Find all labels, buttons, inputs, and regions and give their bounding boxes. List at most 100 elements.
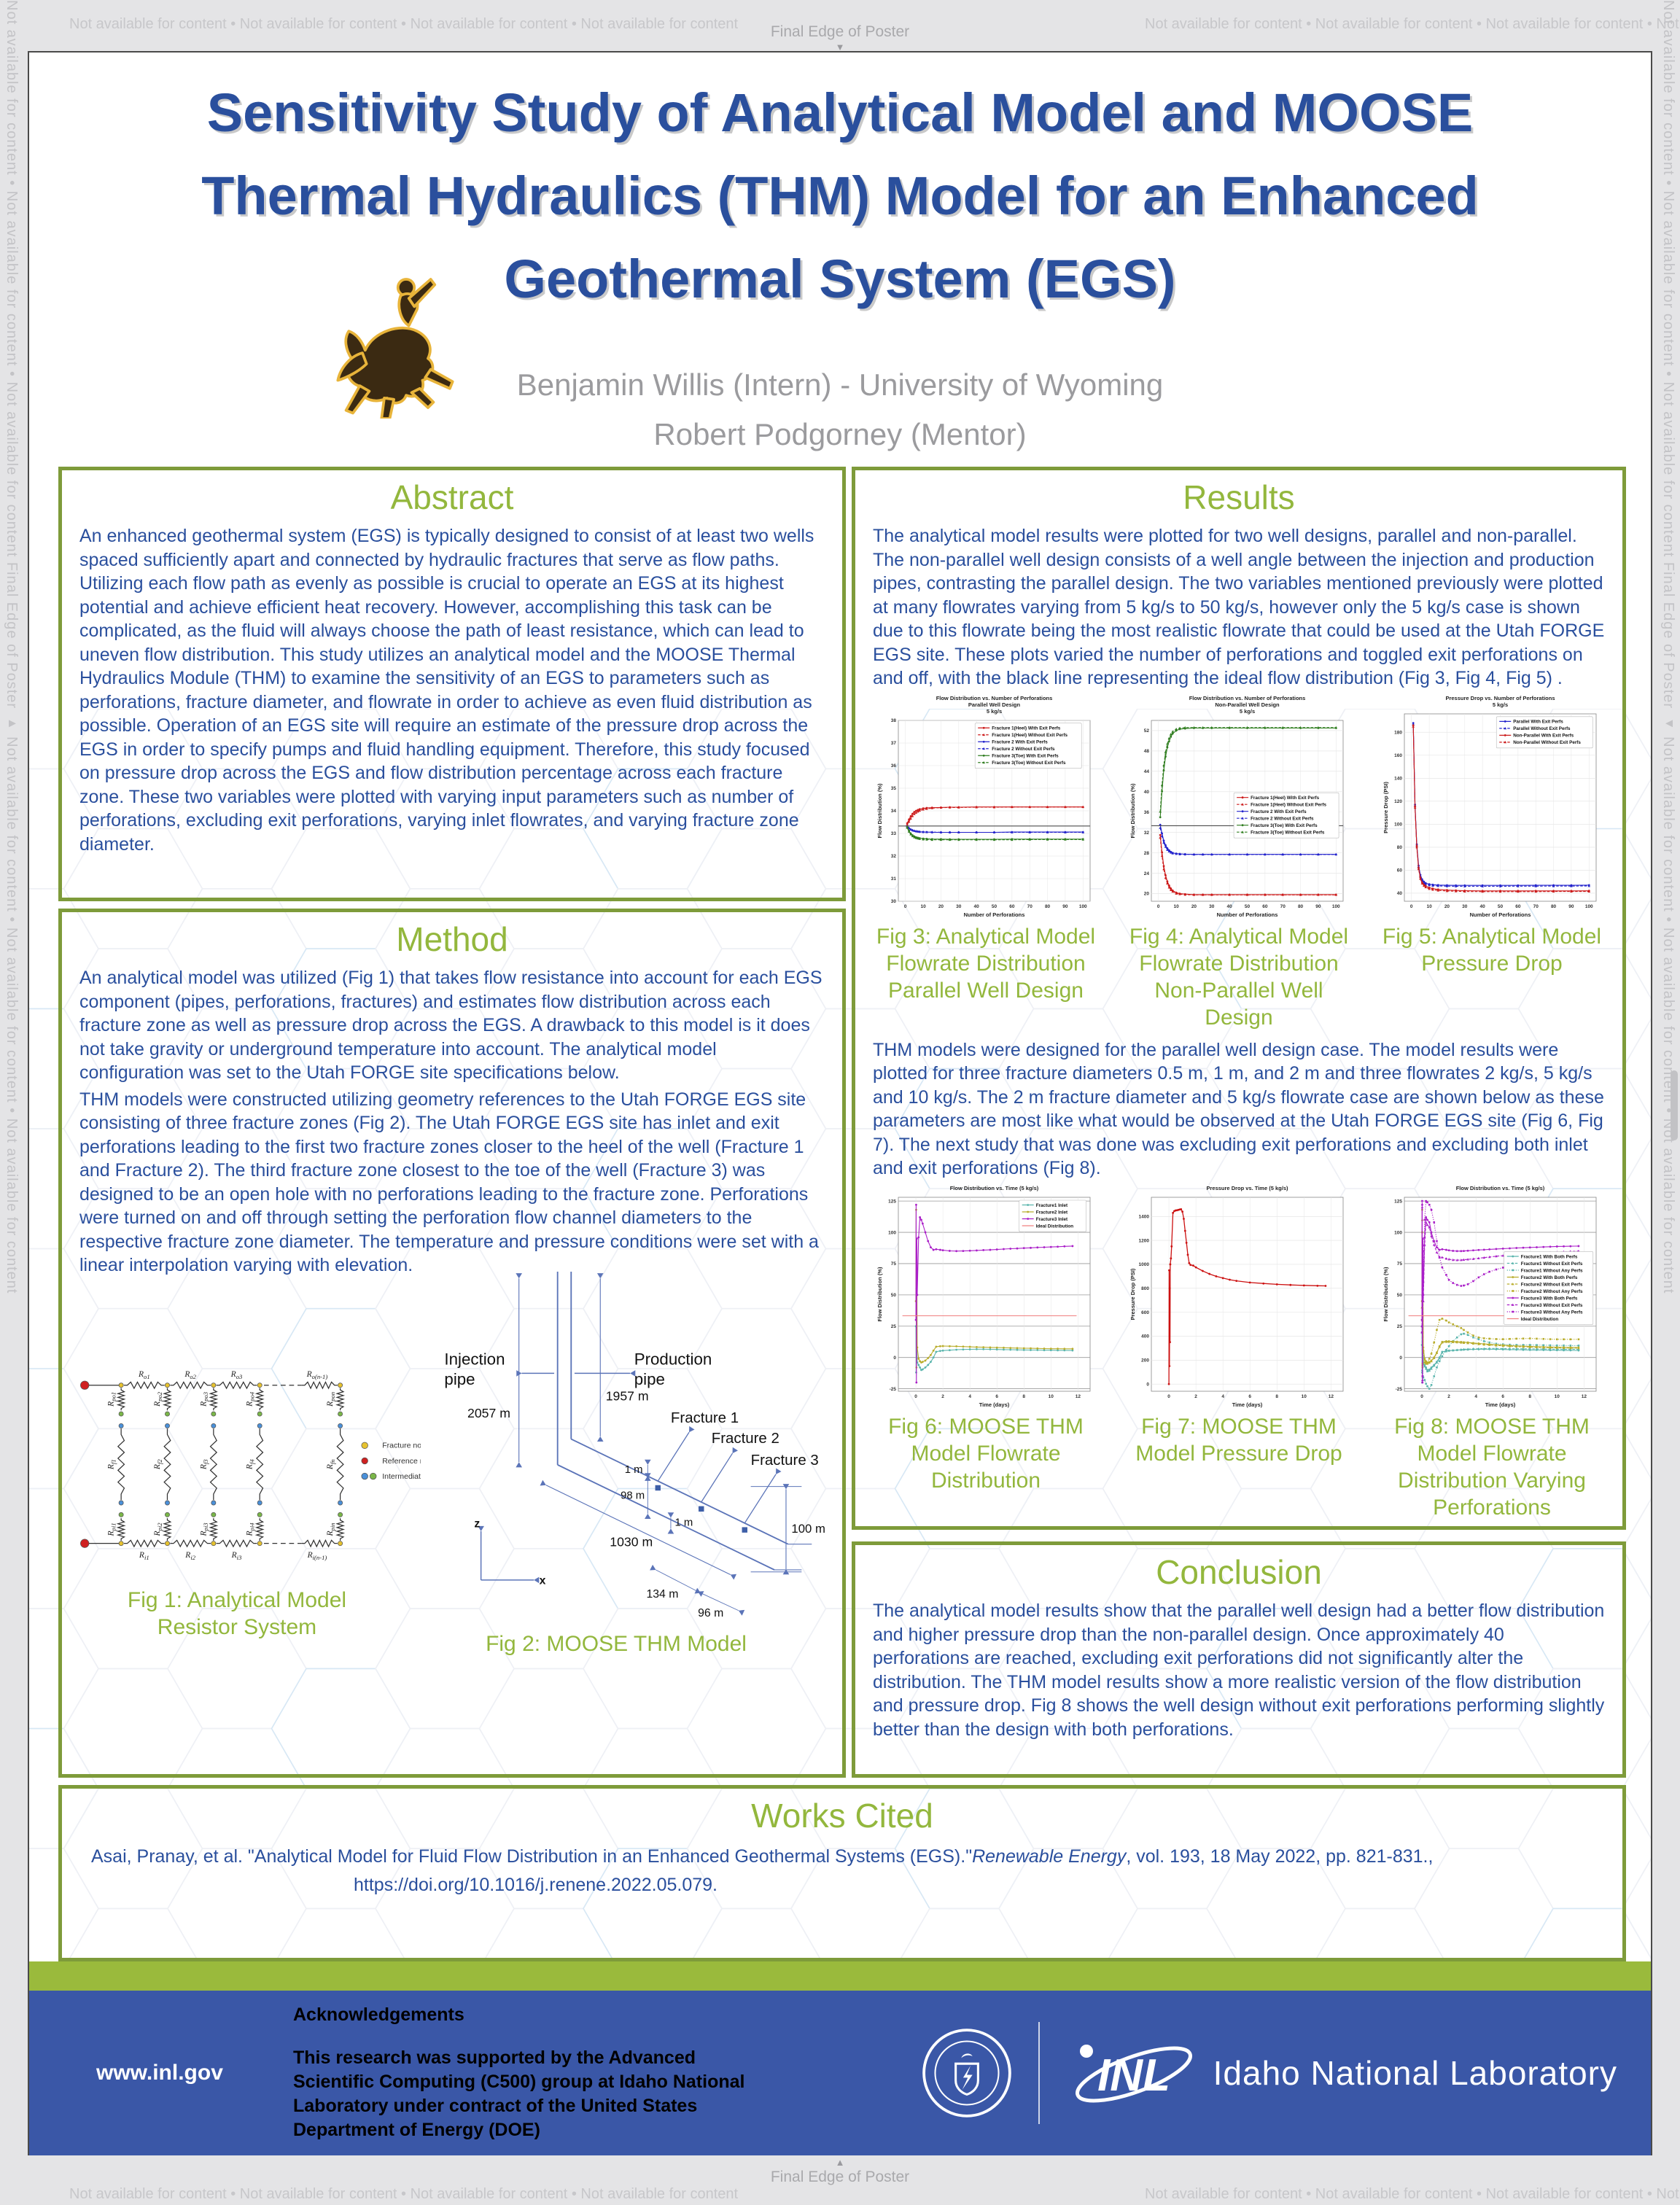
svg-text:1 m: 1 m — [625, 1464, 643, 1476]
watermark-top-left: Not available for content • Not availabl… — [69, 16, 739, 32]
poster-page: Sensitivity Study of Analytical Model an… — [28, 51, 1652, 2155]
svg-text:Time (days): Time (days) — [979, 1401, 1010, 1408]
svg-text:50: 50 — [1498, 904, 1504, 909]
method-para-1: An analytical model was utilized (Fig 1)… — [79, 968, 822, 1083]
svg-text:Pressure Drop (PSI): Pressure Drop (PSI) — [1382, 781, 1389, 833]
svg-text:Reference node: Reference node — [382, 1456, 421, 1465]
final-edge-label-top: Final Edge of Poster▼ — [0, 23, 1680, 52]
svg-text:Ri2: Ri2 — [184, 1550, 195, 1560]
inl-url-link[interactable]: www.inl.gov — [96, 2061, 223, 2085]
svg-text:Flow Distribution (%): Flow Distribution (%) — [1129, 783, 1136, 838]
svg-text:Rf4: Rf4 — [246, 1458, 256, 1469]
svg-text:Fracture 3(Toe) Without Exit P: Fracture 3(Toe) Without Exit Perfs — [992, 761, 1066, 766]
scrollbar-thumb[interactable] — [1671, 1070, 1678, 1140]
abstract-panel: Abstract An enhanced geothermal system (… — [58, 467, 846, 901]
fig5-caption: Fig 5: Analytical Model Pressure Drop — [1382, 924, 1602, 976]
svg-text:200: 200 — [1141, 1358, 1149, 1363]
svg-text:Rf2: Rf2 — [153, 1458, 163, 1469]
svg-text:Fracture2 Without Exit Perfs: Fracture2 Without Exit Perfs — [1521, 1282, 1583, 1287]
svg-text:1200: 1200 — [1139, 1238, 1150, 1243]
svg-text:0: 0 — [1399, 1355, 1402, 1360]
method-heading: Method — [396, 920, 508, 958]
svg-text:Fracture 1(Heel) Without Exit: Fracture 1(Heel) Without Exit Perfs — [992, 733, 1068, 738]
results-para-1: The analytical model results were plotte… — [873, 526, 1605, 688]
svg-text:Ri(n-1): Ri(n-1) — [307, 1550, 327, 1560]
title-line-2: Thermal Hydraulics (THM) Model for an En… — [201, 166, 1479, 226]
svg-text:20: 20 — [938, 904, 944, 909]
svg-text:-25: -25 — [890, 1386, 897, 1391]
acknowledgements-body: This research was supported by the Advan… — [293, 2047, 745, 2140]
svg-text:20: 20 — [1444, 904, 1450, 909]
svg-text:100: 100 — [1585, 904, 1593, 909]
svg-text:Fracture 2 Without Exit Perfs: Fracture 2 Without Exit Perfs — [992, 747, 1055, 752]
svg-text:400: 400 — [1141, 1334, 1149, 1339]
watermark-right-edge: Not available for content • Not availabl… — [1660, 0, 1676, 1294]
svg-text:0: 0 — [1410, 904, 1413, 909]
svg-text:Flow Distribution (%): Flow Distribution (%) — [1382, 1267, 1389, 1321]
fig4-caption: Fig 4: Analytical Model Flowrate Distrib… — [1129, 924, 1349, 1030]
svg-text:Fracture3 With Both Perfs: Fracture3 With Both Perfs — [1521, 1296, 1578, 1301]
svg-text:6: 6 — [1501, 1394, 1504, 1399]
svg-text:5 kg/s: 5 kg/s — [987, 708, 1002, 715]
works-cited-panel: Works Cited Asai, Pranay, et al. "Analyt… — [58, 1785, 1626, 1961]
svg-text:1400: 1400 — [1139, 1214, 1150, 1219]
edge-arrow-down-icon: ▼ — [835, 42, 845, 52]
svg-text:Fracture 2: Fracture 2 — [712, 1430, 779, 1447]
svg-text:33: 33 — [891, 831, 897, 836]
svg-text:60: 60 — [1009, 904, 1015, 909]
svg-text:800: 800 — [1141, 1286, 1149, 1291]
inl-lab-name: Idaho National Laboratory — [1213, 2054, 1617, 2092]
svg-text:Ri1: Ri1 — [139, 1550, 149, 1560]
fig6-caption: Fig 6: MOOSE THM Model Flowrate Distribu… — [888, 1414, 1084, 1493]
svg-text:100: 100 — [1394, 1230, 1402, 1235]
svg-text:0: 0 — [1146, 1382, 1149, 1387]
svg-text:2: 2 — [1194, 1394, 1197, 1399]
svg-text:Fracture 1(Heel) Without Exit: Fracture 1(Heel) Without Exit Perfs — [1251, 802, 1326, 807]
svg-text:30: 30 — [891, 899, 897, 904]
svg-text:Fracture 3(Toe) With Exit Perf: Fracture 3(Toe) With Exit Perfs — [992, 753, 1059, 758]
method-para-2: THM models were constructed utilizing ge… — [79, 1089, 819, 1276]
svg-text:90: 90 — [1062, 904, 1068, 909]
svg-text:100: 100 — [1394, 822, 1402, 827]
watermark-bottom-right: Not available for content • Not availabl… — [1145, 2186, 1680, 2202]
svg-text:100: 100 — [888, 1230, 896, 1235]
fig3-caption: Fig 3: Analytical Model Flowrate Distrib… — [876, 924, 1096, 1003]
inl-logo: INL — [1075, 2045, 1192, 2103]
svg-text:pipe: pipe — [444, 1370, 475, 1388]
svg-text:4: 4 — [968, 1394, 971, 1399]
svg-text:Non-Parallel With Exit Perfs: Non-Parallel With Exit Perfs — [1513, 733, 1574, 738]
svg-text:40: 40 — [1397, 891, 1403, 896]
svg-text:Pressure Drop (PSI): Pressure Drop (PSI) — [1129, 1268, 1136, 1320]
svg-text:Ro1: Ro1 — [138, 1370, 150, 1380]
citation-doi-link[interactable]: https://doi.org/10.1016/j.renene.2022.05… — [354, 1875, 718, 1895]
svg-text:134 m: 134 m — [646, 1588, 678, 1601]
svg-text:0: 0 — [893, 1355, 896, 1360]
svg-text:80: 80 — [1397, 845, 1403, 850]
svg-text:Ro(n-1): Ro(n-1) — [306, 1370, 328, 1380]
svg-text:Time (days): Time (days) — [1232, 1401, 1263, 1408]
svg-text:2: 2 — [1447, 1394, 1450, 1399]
svg-text:180: 180 — [1394, 730, 1402, 735]
svg-text:8: 8 — [1022, 1394, 1025, 1399]
svg-text:Fracture2 With Both Perfs: Fracture2 With Both Perfs — [1521, 1275, 1578, 1280]
svg-text:Ro2: Ro2 — [184, 1370, 196, 1380]
svg-text:25: 25 — [1397, 1323, 1403, 1329]
works-cited-heading: Works Cited — [751, 1797, 933, 1835]
abstract-heading: Abstract — [390, 478, 514, 516]
edge-arrow-up-icon: ▲ — [835, 2157, 845, 2168]
fig1-caption: Fig 1: Analytical Model Resistor System — [127, 1587, 347, 1639]
svg-text:50: 50 — [992, 904, 998, 909]
svg-text:Parallel Without Exit Perfs: Parallel Without Exit Perfs — [1513, 726, 1571, 731]
acknowledgements-block: Acknowledgements This research was suppo… — [293, 2004, 767, 2142]
acknowledgements-heading: Acknowledgements — [293, 2004, 464, 2025]
svg-text:Fracture2 Inlet: Fracture2 Inlet — [1036, 1210, 1068, 1215]
svg-text:32: 32 — [1144, 830, 1150, 835]
svg-text:40: 40 — [1227, 904, 1233, 909]
svg-text:Parallel With Exit Perfs: Parallel With Exit Perfs — [1513, 719, 1563, 724]
